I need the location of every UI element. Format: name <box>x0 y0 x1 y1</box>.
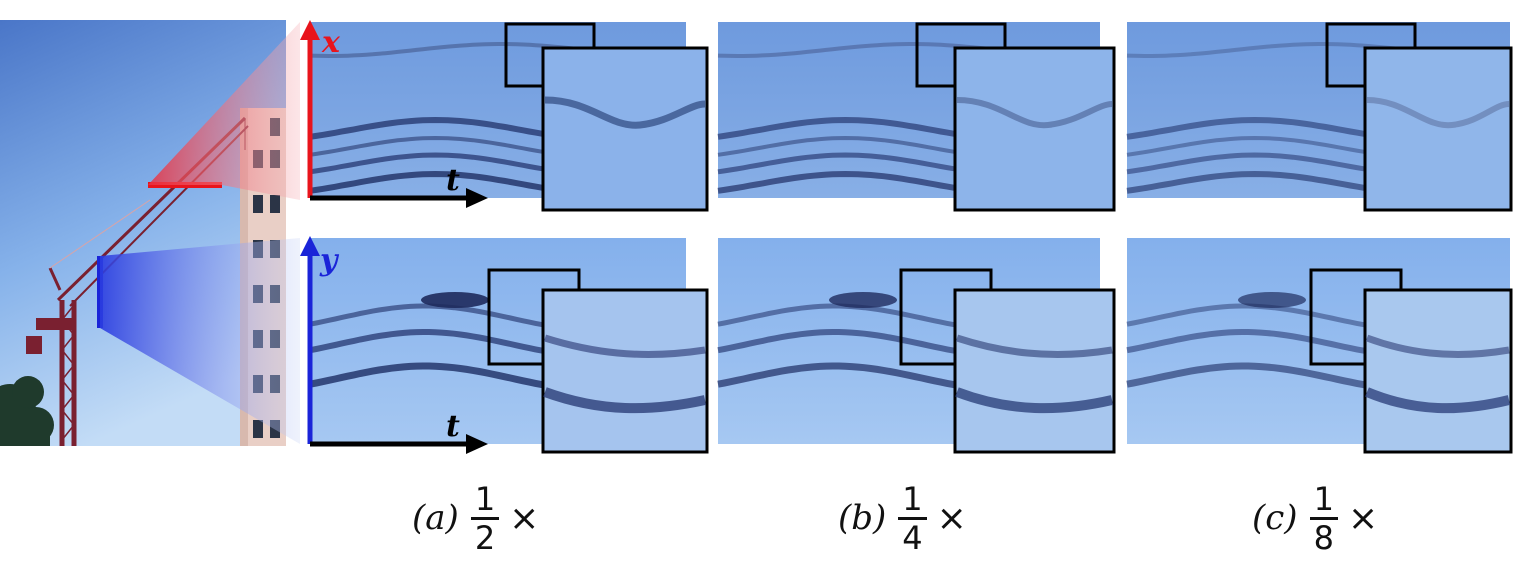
axis-label-t-bottom: t <box>446 409 460 444</box>
inset-large-x-b <box>953 46 1116 212</box>
caption-c-fraction: 1 8 <box>1309 479 1338 557</box>
caption-b-denominator: 4 <box>902 518 923 557</box>
tree <box>0 376 54 446</box>
caption-c-label: (c) <box>1252 498 1298 538</box>
caption-a-label: (a) <box>412 498 459 538</box>
dark-blob-2 <box>1238 292 1306 308</box>
axis-label-t-top: t <box>446 163 460 198</box>
axis-t-top: t <box>310 163 488 208</box>
caption-a-numerator: 1 <box>474 479 496 518</box>
inset-large-y-c <box>1363 288 1513 454</box>
y-projection-fan <box>100 238 300 444</box>
axis-x-vertical: x <box>300 20 341 198</box>
axis-t-bottom: t <box>310 409 488 454</box>
caption-c-times: × <box>1347 497 1379 539</box>
axis-y-vertical: y <box>300 236 340 444</box>
inset-large-x-c <box>1363 46 1513 212</box>
inset-large-y-b <box>953 288 1116 454</box>
x-projection-fan <box>148 22 300 200</box>
caption-b-label: (b) <box>838 498 887 538</box>
caption-b-numerator: 1 <box>902 479 923 518</box>
caption-c: (c) 1 8 × <box>1252 468 1378 568</box>
caption-a-denominator: 2 <box>474 518 496 557</box>
caption-b-fraction: 1 4 <box>898 479 927 557</box>
caption-b: (b) 1 4 × <box>838 468 967 568</box>
caption-a-fraction: 1 2 <box>470 479 500 557</box>
caption-b-times: × <box>936 497 967 539</box>
inset-large-y-a <box>541 288 709 454</box>
caption-a-times: × <box>509 497 540 539</box>
axis-label-y: y <box>319 243 340 278</box>
dark-blob-0 <box>421 292 489 308</box>
axis-label-x: x <box>321 25 341 60</box>
caption-c-numerator: 1 <box>1313 479 1334 518</box>
inset-large-x-a <box>541 46 709 212</box>
dark-blob-1 <box>829 292 897 308</box>
row-x-slices <box>310 22 1510 198</box>
caption-c-denominator: 8 <box>1313 518 1334 557</box>
caption-a: (a) 1 2 × <box>412 468 539 568</box>
